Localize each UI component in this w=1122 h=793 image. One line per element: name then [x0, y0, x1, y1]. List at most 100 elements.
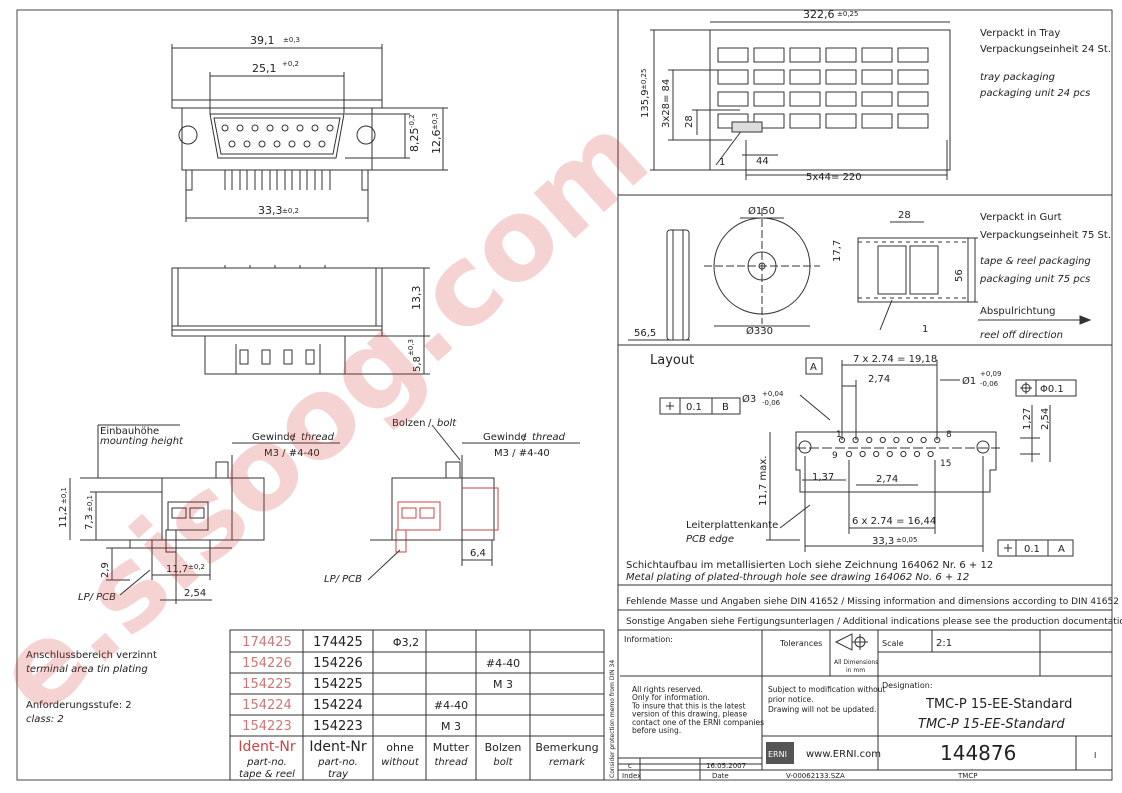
dim-13-3: 13,3 — [410, 286, 423, 311]
dim-reel-330: Ø330 — [746, 325, 773, 337]
parts-header-en: remark — [549, 757, 586, 768]
dim-33-3-layout: 33,3 — [872, 536, 894, 547]
title-designation-label: Designation: — [882, 681, 933, 690]
pcb-hole — [920, 436, 927, 444]
svg-text:-0,2: -0,2 — [408, 114, 416, 128]
svg-text:-0,06: -0,06 — [980, 380, 999, 388]
parts-row-ident: 154226 — [242, 656, 292, 671]
tray-cell — [861, 47, 893, 63]
parts-row-ident: 154225 — [242, 677, 292, 692]
layout-note-en: Metal plating of plated-through hole see… — [626, 572, 969, 583]
label-gewinde-left: Gewinde — [252, 432, 296, 443]
svg-text:+0,04: +0,04 — [762, 390, 784, 398]
sheet-border — [16, 9, 1113, 781]
dim-2-74-mid: 2,74 — [876, 474, 898, 485]
title-scale: 2:1 — [936, 638, 952, 649]
parts-row-ident-tray: 154225 — [313, 677, 363, 692]
label-lp-pcb-right: LP/ PCB — [324, 574, 362, 585]
dim-7-3: 7,3 — [84, 514, 95, 530]
parts-header: ohne — [386, 741, 414, 754]
title-designation-1: TMC-P 15-EE-Standard — [925, 697, 1072, 712]
parts-header-en: part-no. — [246, 757, 287, 768]
svg-text:Date: Date — [712, 772, 729, 780]
dim-5x44: 5x44= 220 — [806, 172, 862, 183]
svg-text:c: c — [628, 762, 632, 770]
svg-text:packaging unit 75 pcs: packaging unit 75 pcs — [979, 274, 1090, 285]
title-vref: V-00062133.SZA — [786, 772, 845, 780]
svg-text:bolt: bolt — [437, 418, 457, 429]
tol-phi-0-1: Φ0.1 — [1040, 384, 1064, 395]
detail-right-view — [367, 424, 580, 581]
svg-text:±0,05: ±0,05 — [896, 536, 917, 544]
connector-front-view — [171, 44, 448, 222]
label-einbauhoehe: Einbauhöhe — [100, 426, 159, 437]
pin-9: 9 — [832, 451, 838, 461]
layout-ref-a: A — [810, 362, 817, 373]
dim-hole-1: Ø1 — [962, 375, 976, 387]
dim-reel-150: Ø150 — [748, 205, 775, 217]
dim-hole-3: Ø3 — [742, 393, 756, 405]
parts-row-ident-tray: 174425 — [313, 635, 363, 650]
parts-header: Mutter — [433, 741, 470, 754]
title-number: 144876 — [940, 741, 1016, 765]
title-designation-2: TMC-P 15-EE-Standard — [918, 717, 1065, 732]
svg-text:/: / — [523, 432, 527, 443]
svg-text:packaging unit 24 pcs: packaging unit 24 pcs — [979, 88, 1090, 99]
title-information: Information: — [624, 635, 673, 644]
label-bolzen: Bolzen — [392, 418, 426, 429]
dim-reel-56: 56 — [954, 269, 965, 282]
svg-text:M3 / #4-40: M3 / #4-40 — [494, 448, 550, 459]
dim-322-6: 322,6 — [803, 8, 835, 21]
tray-cell — [897, 69, 929, 85]
pin-1: 1 — [836, 430, 842, 440]
dim-11-2: 11,2 — [58, 506, 69, 528]
svg-text:-0,06: -0,06 — [762, 399, 781, 407]
subject-line: prior notice. — [768, 695, 813, 704]
erni-logo: ERNI — [768, 750, 787, 759]
svg-text:thread: thread — [532, 432, 566, 443]
rights-line: To insure that this is the latest — [631, 701, 746, 710]
pcb-hole — [873, 450, 880, 458]
tol-0-1-b: 0.1 — [686, 402, 702, 413]
tray-cell — [897, 47, 929, 63]
svg-text:M3 / #4-40: M3 / #4-40 — [264, 448, 320, 459]
tray-cell — [753, 91, 785, 107]
pcb-hole — [906, 436, 914, 444]
dim-39-1: 39,1 — [250, 34, 275, 47]
rights-line: contact one of the ERNI companies — [632, 718, 764, 727]
dim-11-7-left: 11,7 — [166, 564, 188, 575]
tray-drawing — [650, 21, 951, 180]
label-lp-pcb-left: LP/ PCB — [78, 592, 116, 603]
tray-cell — [861, 69, 893, 85]
title-web: www.ERNI.com — [806, 749, 881, 760]
tray-cell — [717, 91, 749, 107]
tray-cell — [897, 113, 929, 129]
dim-7x2-74: 7 x 2.74 = 19,18 — [853, 354, 937, 365]
tray-cell — [861, 91, 893, 107]
dim-8-25: 8,25 — [408, 128, 421, 153]
tray-title-de: Verpackt in Tray — [980, 28, 1060, 39]
dim-2-54-layout: 2,54 — [1040, 408, 1051, 430]
parts-header-en: bolt — [493, 757, 513, 768]
svg-text:Verpackungseinheit 24 St.: Verpackungseinheit 24 St. — [980, 44, 1111, 55]
svg-text:±0,2: ±0,2 — [188, 563, 205, 571]
parts-row-ident: 154224 — [242, 698, 292, 713]
svg-text:+0,09: +0,09 — [980, 370, 1001, 378]
parts-header-en: without — [381, 757, 420, 768]
layout-note-de: Schichtaufbau im metallisierten Loch sie… — [626, 560, 993, 571]
pcb-hole — [879, 436, 886, 444]
rights-line: All rights reserved. — [632, 685, 703, 694]
note-terminal-area-en: terminal area tin plating — [26, 664, 148, 675]
reel-callout-1: 1 — [922, 324, 928, 335]
svg-text:±0,2: ±0,2 — [282, 207, 299, 215]
pcb-hole — [893, 436, 900, 444]
svg-text:±0,1: ±0,1 — [60, 487, 68, 504]
parts-cell: Φ3,2 — [393, 636, 419, 649]
title-block — [617, 609, 1112, 780]
tray-cell — [825, 113, 857, 129]
dim-5-8: 5,8 — [412, 356, 423, 372]
svg-text:A: A — [1058, 544, 1065, 555]
dim-6x2-74: 6 x 2.74 = 16,44 — [852, 516, 936, 527]
parts-header-en: thread — [435, 757, 469, 768]
parts-table — [229, 629, 605, 781]
